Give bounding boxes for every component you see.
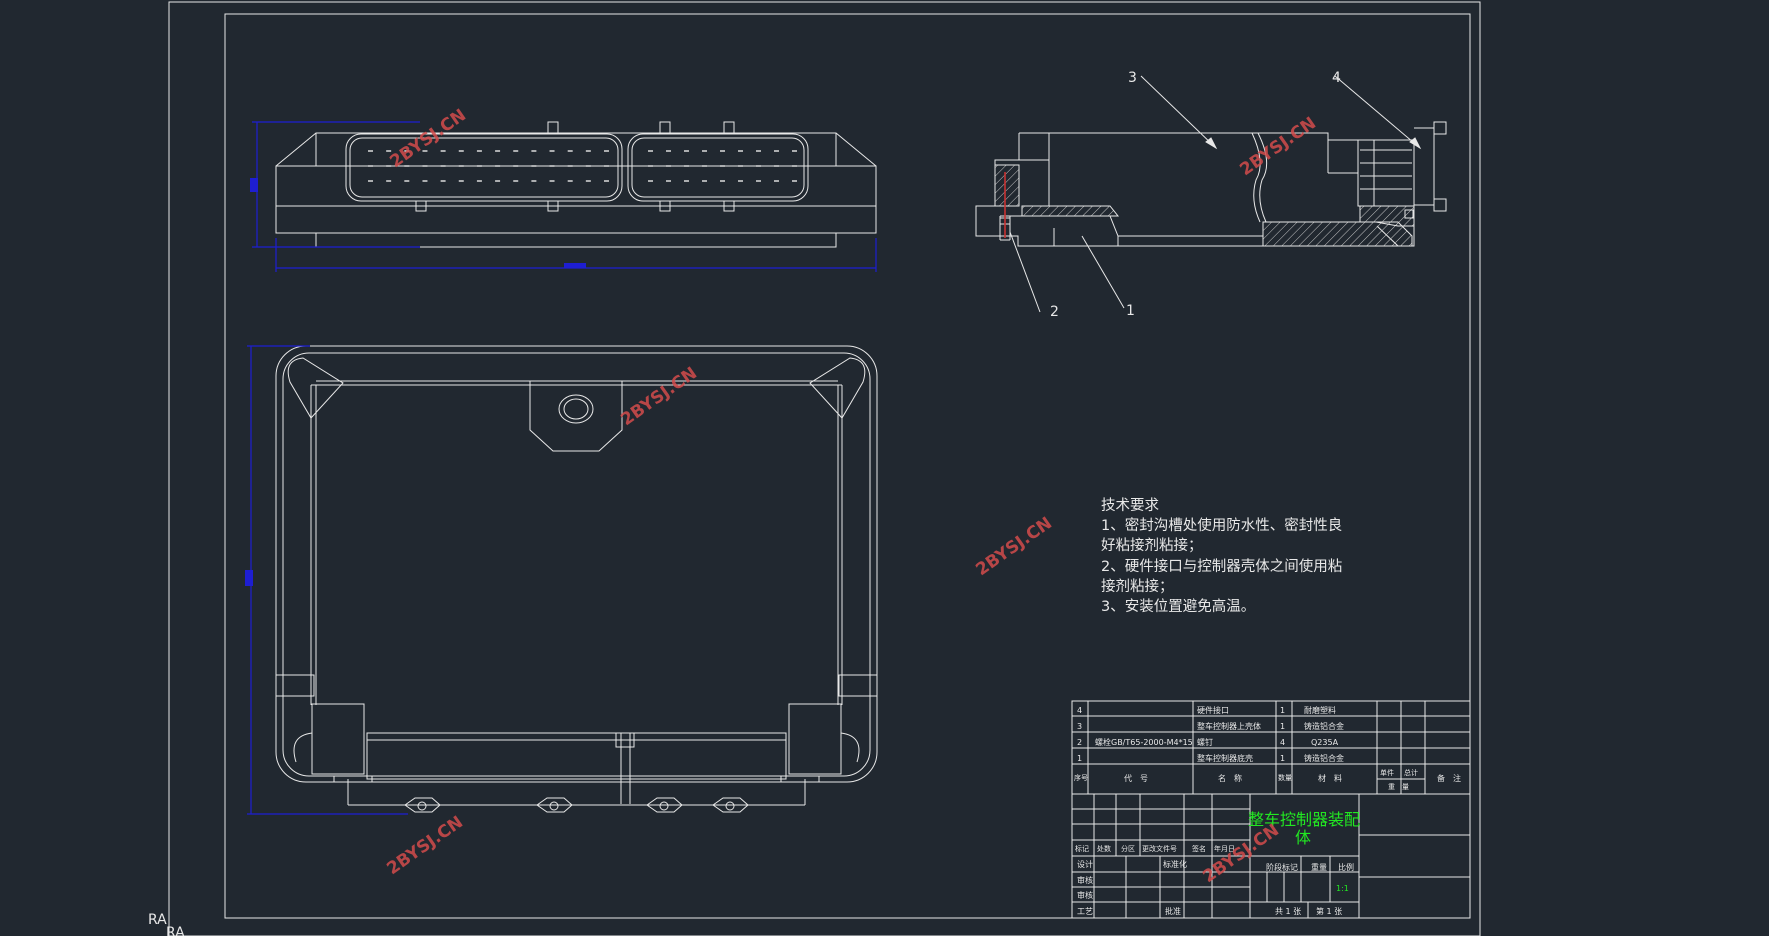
svg-text:2: 2 xyxy=(1077,738,1082,747)
parts-list-text: 4 硬件接口 1 耐磨塑料 3 整车控制器上壳体 1 铸造铝合金 2 螺栓GB/… xyxy=(1074,705,1461,791)
svg-text:1: 1 xyxy=(1077,754,1082,763)
svg-text:螺栓GB/T65-2000-M4*15: 螺栓GB/T65-2000-M4*15 xyxy=(1095,737,1193,747)
technical-requirements: 技术要求 1、密封沟槽处使用防水性、密封性良 好粘接剂粘接； 2、硬件接口与控制… xyxy=(1101,497,1342,615)
svg-text:签名: 签名 xyxy=(1192,844,1206,853)
svg-text:铸造铝合金: 铸造铝合金 xyxy=(1304,721,1344,731)
svg-text:材 料: 材 料 xyxy=(1318,773,1342,783)
drawing-title-line2: 体 xyxy=(1295,828,1311,847)
svg-text:审核: 审核 xyxy=(1077,875,1093,885)
svg-text:4: 4 xyxy=(1280,738,1285,747)
svg-text:1: 1 xyxy=(1280,754,1285,763)
svg-text:重量: 重量 xyxy=(1311,862,1327,872)
callout-3: 3 xyxy=(1128,70,1137,86)
svg-text:3: 3 xyxy=(1077,722,1082,731)
svg-text:名 称: 名 称 xyxy=(1218,773,1242,783)
top-view-dimensions xyxy=(245,345,408,815)
svg-text:1: 1 xyxy=(1280,722,1285,731)
inner-frame xyxy=(224,13,1471,919)
svg-text:阶段标记: 阶段标记 xyxy=(1266,862,1298,872)
corner-labels: RA RA xyxy=(148,912,185,936)
svg-text:批准: 批准 xyxy=(1165,906,1181,916)
title-block-text: 整车控制器装配 体 标记 处数 分区 更改文件号 签名 年月日 设计 审核 审核… xyxy=(1075,810,1360,916)
svg-text:整车控制器上壳体: 整车控制器上壳体 xyxy=(1197,721,1261,731)
connector-pins xyxy=(368,150,797,182)
svg-text:处数: 处数 xyxy=(1097,844,1111,853)
tech-requirements-heading: 技术要求 xyxy=(1101,497,1159,514)
corner-label-ra: RA xyxy=(148,912,167,928)
svg-text:重 量: 重 量 xyxy=(1388,783,1409,791)
svg-text:1: 1 xyxy=(1280,706,1285,715)
drawing-title: 整车控制器装配 xyxy=(1248,810,1360,829)
svg-text:数量: 数量 xyxy=(1278,773,1292,782)
svg-text:比例: 比例 xyxy=(1338,862,1354,872)
parts-list-table xyxy=(1071,700,1471,795)
tech-requirement-line: 1、密封沟槽处使用防水性、密封性良 xyxy=(1101,517,1342,534)
svg-text:整车控制器底壳: 整车控制器底壳 xyxy=(1197,753,1253,763)
tech-requirement-line: 接剂粘接； xyxy=(1101,578,1174,595)
top-view xyxy=(275,345,878,813)
svg-text:Q235A: Q235A xyxy=(1311,738,1339,747)
tech-requirement-line: 3、安装位置避免高温。 xyxy=(1101,598,1255,615)
svg-text:代 号: 代 号 xyxy=(1124,773,1148,783)
section-view xyxy=(975,75,1447,313)
tech-requirement-line: 好粘接剂粘接； xyxy=(1101,537,1203,554)
callout-4: 4 xyxy=(1332,70,1341,86)
svg-text:备 注: 备 注 xyxy=(1437,773,1461,783)
svg-text:审核: 审核 xyxy=(1077,890,1093,900)
front-view xyxy=(275,121,877,248)
svg-text:第 1 张: 第 1 张 xyxy=(1316,906,1342,916)
svg-text:总计: 总计 xyxy=(1404,768,1418,777)
svg-text:共 1 张: 共 1 张 xyxy=(1275,907,1301,916)
sheet-frames xyxy=(168,1,1481,936)
svg-text:设计: 设计 xyxy=(1077,859,1093,869)
svg-text:标准化: 标准化 xyxy=(1163,859,1187,869)
svg-text:单件: 单件 xyxy=(1380,768,1394,777)
corner-label-ra-2: RA xyxy=(166,925,185,936)
callout-1: 1 xyxy=(1126,303,1135,319)
tech-requirement-line: 2、硬件接口与控制器壳体之间使用粘 xyxy=(1101,558,1342,575)
svg-text:标记: 标记 xyxy=(1075,844,1089,853)
title-block xyxy=(1071,793,1471,919)
svg-text:4: 4 xyxy=(1077,706,1082,715)
svg-text:耐磨塑料: 耐磨塑料 xyxy=(1304,705,1336,715)
svg-text:更改文件号: 更改文件号 xyxy=(1142,844,1177,853)
svg-text:工艺: 工艺 xyxy=(1077,907,1093,916)
callout-2: 2 xyxy=(1050,304,1059,320)
svg-text:年月日: 年月日 xyxy=(1214,844,1235,853)
svg-text:序号: 序号 xyxy=(1074,773,1088,782)
front-view-dimensions xyxy=(250,121,877,272)
callout-labels: 2 1 3 4 xyxy=(1050,70,1341,320)
svg-text:分区: 分区 xyxy=(1121,844,1135,853)
svg-text:硬件接口: 硬件接口 xyxy=(1197,705,1229,715)
mounting-tabs xyxy=(404,797,749,813)
svg-text:螺钉: 螺钉 xyxy=(1197,737,1213,747)
svg-text:1:1: 1:1 xyxy=(1336,884,1349,893)
outer-frame xyxy=(168,1,1481,936)
svg-text:铸造铝合金: 铸造铝合金 xyxy=(1304,753,1344,763)
